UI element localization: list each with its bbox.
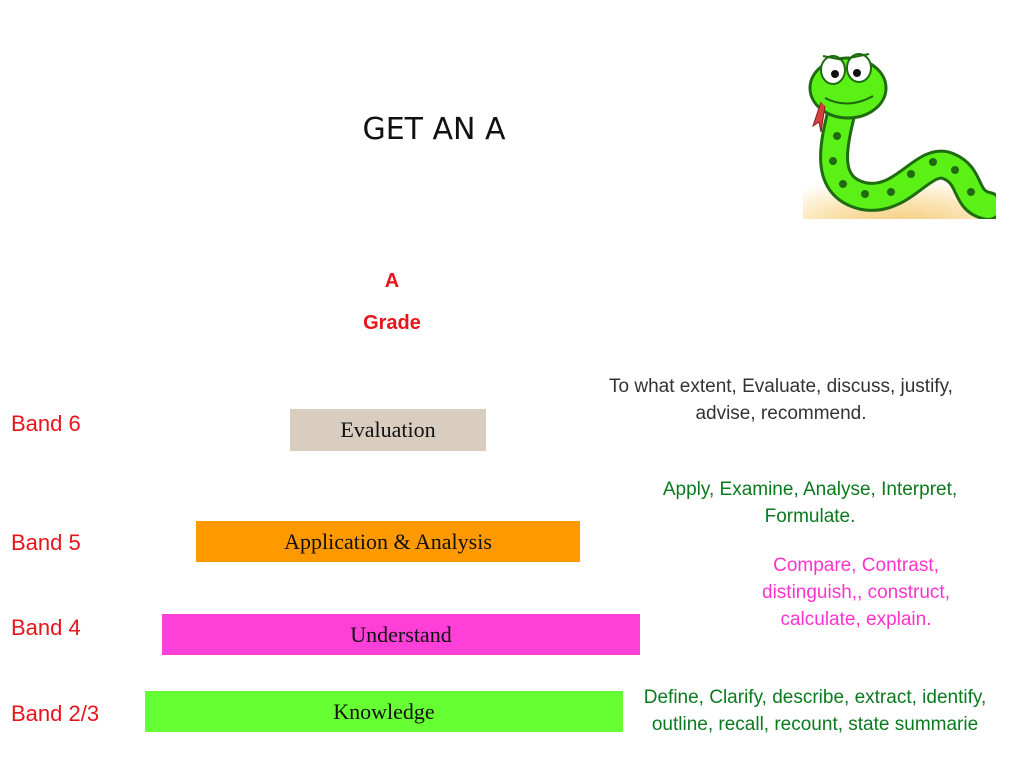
understand-bar: Understand bbox=[162, 614, 640, 655]
grade-label-grade: Grade bbox=[363, 312, 421, 334]
band-6-verbs: To what extent, Evaluate, discuss, justi… bbox=[609, 376, 953, 424]
band-5-verbs: Apply, Examine, Analyse, Interpret, Form… bbox=[662, 479, 958, 527]
band-4-verbs: Compare, Contrast, distinguish,, constru… bbox=[762, 555, 950, 630]
band-5-label: Band 5 bbox=[11, 530, 81, 555]
knowledge-bar: Knowledge bbox=[145, 691, 623, 732]
band-6-label: Band 6 bbox=[11, 411, 81, 436]
grade-label-a: A bbox=[384, 270, 400, 292]
snake-cartoon-icon bbox=[803, 36, 996, 219]
understand-label: Understand bbox=[350, 621, 452, 647]
band-4-label: Band 4 bbox=[11, 615, 81, 640]
knowledge-label: Knowledge bbox=[333, 698, 435, 724]
application-analysis-label: Application & Analysis bbox=[284, 528, 492, 554]
page-title: GET AN A bbox=[362, 112, 506, 147]
application-analysis-bar: Application & Analysis bbox=[196, 521, 580, 562]
band-2-3-verbs: Define, Clarify, describe, extract, iden… bbox=[643, 687, 987, 735]
band-2-3-label: Band 2/3 bbox=[11, 701, 100, 726]
evaluation-label: Evaluation bbox=[340, 417, 436, 442]
evaluation-bar: Evaluation bbox=[290, 409, 486, 451]
